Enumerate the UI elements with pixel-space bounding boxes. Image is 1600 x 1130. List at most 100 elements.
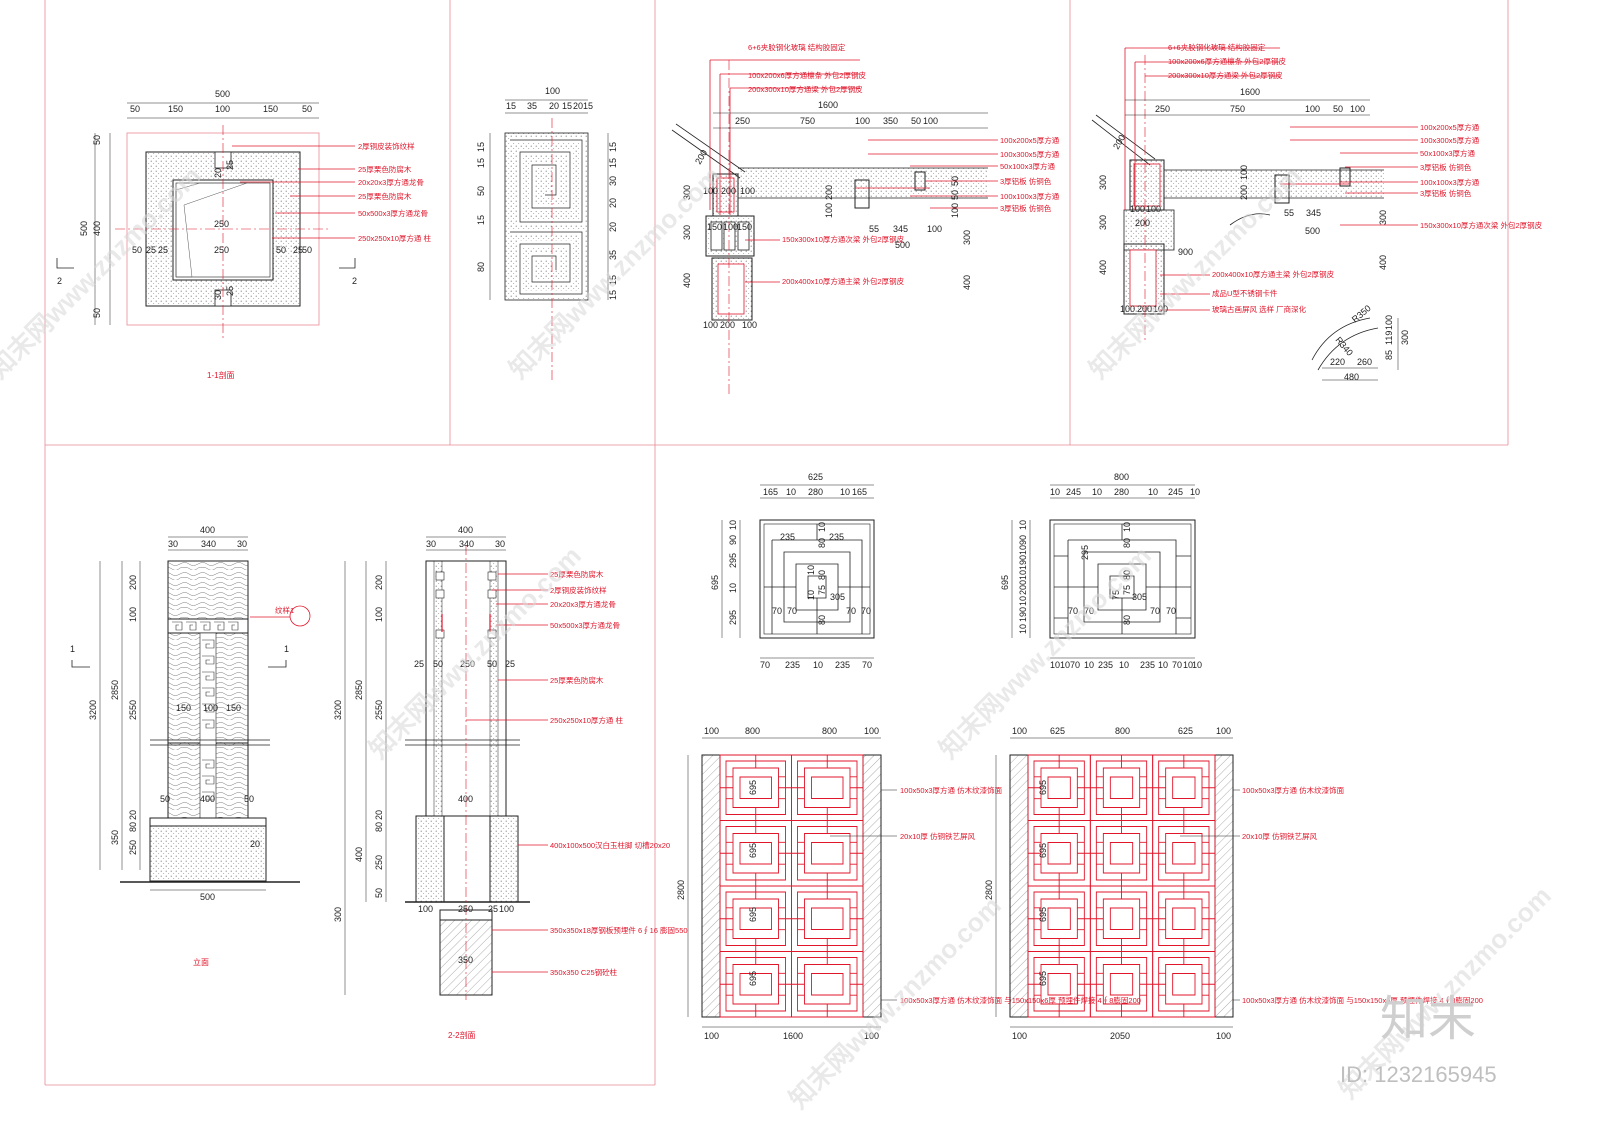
dim: 625 <box>808 472 823 482</box>
lattice-bar <box>1095 826 1148 881</box>
meander-pattern-detail: 100 15 35 20 15 20 15 15 15 50 15 80 15 … <box>476 86 618 380</box>
dim: 75 <box>817 585 827 595</box>
lattice-bar <box>1033 957 1085 1012</box>
lattice-bar <box>1152 755 1215 821</box>
callout-timber-2: 25厚栗色防腐木 <box>550 675 604 685</box>
dim: 15 <box>608 275 618 285</box>
lattice-bar <box>804 833 851 874</box>
arc-detail <box>1311 317 1399 381</box>
dim: 500 <box>895 240 910 250</box>
dim: 30 <box>426 539 436 549</box>
dim: 55 <box>869 224 879 234</box>
dim: 50 <box>132 245 142 255</box>
dim: 25 <box>225 286 235 296</box>
dim: 25 <box>146 245 156 255</box>
lattice-bar <box>1172 776 1196 799</box>
lattice-bar <box>1102 833 1141 874</box>
lattice-bar <box>1165 898 1203 939</box>
dim: 400 <box>1098 260 1108 275</box>
dim: 100 <box>864 1031 879 1041</box>
dim: 50 <box>911 116 921 126</box>
dim: 695 <box>1038 971 1048 986</box>
callout-timber: 25厚栗色防腐木 <box>358 164 412 174</box>
dim: 100 <box>128 607 138 622</box>
dim: 50 <box>1333 104 1343 114</box>
lattice-bar <box>1158 972 1209 996</box>
pergola-section-b: 6+6夹胶钢化玻璃 结构胶固定 100x200x6厚方通檩条 外包2厚钢皮 20… <box>1091 42 1543 382</box>
dim: 295 <box>1080 545 1090 560</box>
dim: 280 <box>808 487 823 497</box>
lattice-bar <box>726 841 786 865</box>
lattice-bar <box>1047 776 1071 799</box>
dim: 50 <box>950 176 960 186</box>
dim: 10 <box>1060 660 1070 670</box>
dim: 400 <box>458 525 473 535</box>
dim: 400 <box>1378 255 1388 270</box>
dim: 2550 <box>128 700 138 720</box>
dim: 300 <box>1098 215 1108 230</box>
dim: 400 <box>354 847 364 862</box>
dim: 30 <box>608 176 618 186</box>
section-2-2: 25厚栗色防腐木 2厚铜皮装饰纹样 20x20x3厚方通龙骨 50x500x3厚… <box>333 525 688 1040</box>
dim: 400 <box>682 273 692 288</box>
lattice-bar <box>739 842 772 865</box>
lattice-bar <box>720 755 792 821</box>
lattice-bar <box>1158 907 1209 931</box>
lattice-bar <box>726 972 786 996</box>
dim: 100 <box>499 904 514 914</box>
dim: 10 <box>1084 660 1094 670</box>
lattice-bar <box>791 755 863 821</box>
dim: 235 <box>1140 660 1155 670</box>
dim: 250 <box>128 840 138 855</box>
dim: 10 <box>1092 487 1102 497</box>
callout-marble-base: 400x100x500汉白玉柱脚 切槽20x20 <box>550 840 670 850</box>
brand-logo: 知末 <box>1380 991 1476 1047</box>
dim: 50 <box>950 190 960 200</box>
dim: 500 <box>79 221 89 236</box>
lattice-bar <box>1158 776 1209 800</box>
dim: 100 <box>1239 165 1249 180</box>
dim: 150 <box>707 222 722 232</box>
dim: 190 <box>1018 555 1028 570</box>
dim: 10 <box>1050 660 1060 670</box>
lattice-bar <box>1034 907 1085 931</box>
dim: 245 <box>1168 487 1183 497</box>
lattice-bar <box>1090 951 1153 1017</box>
dim: 15 <box>562 101 572 111</box>
lattice-bar <box>1172 973 1196 996</box>
dim: 400 <box>92 221 102 236</box>
lattice-bar <box>797 957 858 1012</box>
dim: 200 <box>1018 580 1028 595</box>
lattice-bar <box>1090 820 1153 886</box>
lattice-bar <box>720 886 792 952</box>
callout-iron-screen: 20x10厚 仿铜铁艺屏风 <box>900 831 976 841</box>
dim: 80 <box>1122 538 1132 548</box>
dim: 150 <box>263 104 278 114</box>
dim: 20 <box>549 101 559 111</box>
dim: 695 <box>748 971 758 986</box>
dim: 150 <box>226 703 241 713</box>
lattice-bar <box>720 820 792 886</box>
dim: 70 <box>787 606 797 616</box>
dim: 75 <box>1111 590 1121 600</box>
lattice-bar <box>1152 951 1215 1017</box>
dim: 245 <box>1066 487 1081 497</box>
cut-mark: 2 <box>57 276 62 286</box>
dim: 695 <box>1000 575 1010 590</box>
dim: 15 <box>476 215 486 225</box>
lattice-bar <box>1034 972 1085 996</box>
dim: 235 <box>835 660 850 670</box>
dim: 50 <box>160 794 170 804</box>
lattice-bar <box>1047 842 1071 865</box>
dim: 200 <box>721 186 736 196</box>
dim: 100 <box>203 703 218 713</box>
dim: 695 <box>748 907 758 922</box>
lattice-bar <box>797 826 858 881</box>
cut-mark: 2 <box>352 276 357 286</box>
lattice-bar <box>1165 964 1203 1005</box>
lattice-bar <box>1158 841 1209 865</box>
callout-column: 250x250x10厚方通 柱 <box>550 715 623 725</box>
lattice-bar <box>1109 973 1134 996</box>
dim: 295 <box>728 553 738 568</box>
lattice-bar <box>725 826 786 881</box>
